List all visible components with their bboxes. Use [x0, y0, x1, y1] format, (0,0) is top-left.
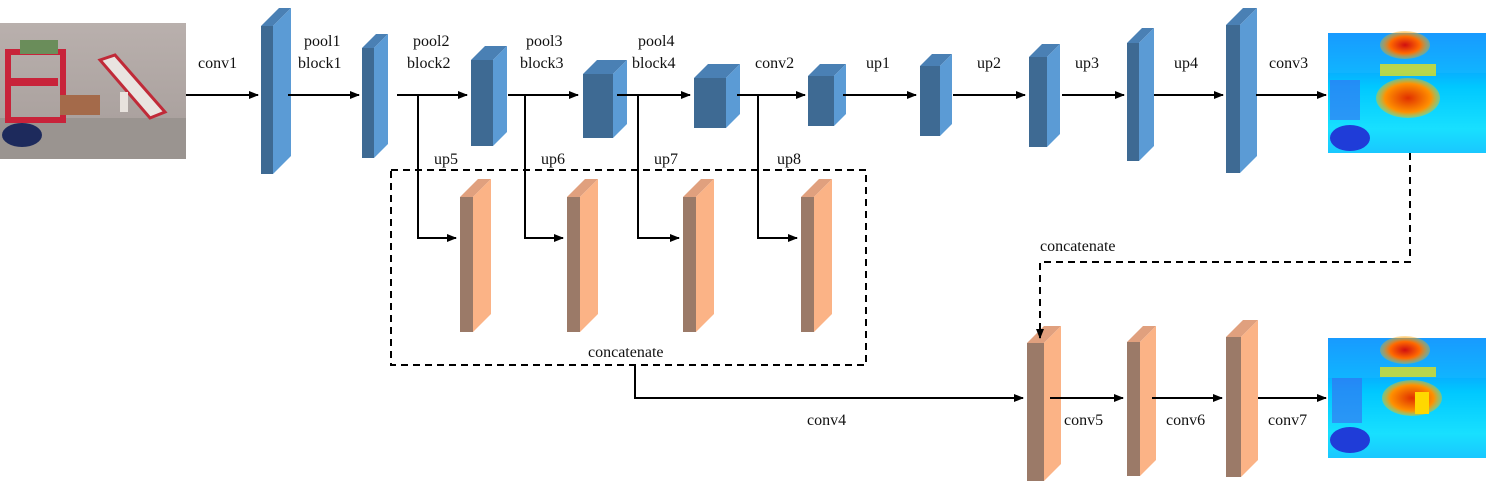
block-conv5 [1127, 326, 1156, 476]
arrow-concatenate-dashed [1036, 153, 1411, 339]
label-up6: up6 [541, 151, 565, 168]
labels: conv1 pool1 block1 pool2 block2 pool3 bl… [198, 33, 1308, 429]
block-block3 [583, 60, 627, 138]
label-conv4: conv4 [807, 412, 846, 429]
arrow-branch-up5 [417, 95, 457, 242]
output-depth-map-1 [1328, 31, 1486, 153]
label-up2: up2 [977, 55, 1001, 72]
block-up8 [801, 179, 832, 332]
label-conv6: conv6 [1166, 412, 1205, 429]
label-up1: up1 [866, 55, 890, 72]
refinement-blocks [460, 179, 1258, 481]
label-up8: up8 [777, 151, 801, 168]
block-conv2 [694, 64, 740, 128]
block-conv1 [261, 8, 291, 174]
block-up6 [567, 179, 598, 332]
arrow-branch-up6 [524, 95, 564, 242]
label-pool4: pool4 [638, 33, 674, 50]
arrow-conv4 [634, 365, 1024, 402]
block-conv4-target [1027, 326, 1061, 481]
label-up5: up5 [434, 151, 458, 168]
label-up7: up7 [654, 151, 678, 168]
encoder-decoder-blocks [261, 8, 1257, 174]
label-concatenate-inner: concatenate [588, 344, 664, 361]
label-conv7: conv7 [1268, 412, 1307, 429]
arrow-branch-up8 [757, 95, 798, 242]
block-up1 [808, 64, 846, 126]
label-pool2: pool2 [413, 33, 449, 50]
block-up2 [920, 54, 952, 136]
label-block4: block4 [632, 55, 676, 72]
arrow-branch-up7 [637, 95, 680, 242]
label-pool3: pool3 [526, 33, 562, 50]
input-image [0, 23, 186, 159]
label-block3: block3 [520, 55, 564, 72]
block-up4 [1127, 28, 1154, 161]
block-conv6 [1226, 320, 1258, 477]
output-depth-map-2 [1328, 336, 1486, 458]
label-up4: up4 [1174, 55, 1198, 72]
label-block2: block2 [407, 55, 451, 72]
label-pool1: pool1 [304, 33, 340, 50]
label-conv1: conv1 [198, 55, 237, 72]
block-block1 [362, 34, 388, 158]
block-up3 [1029, 44, 1060, 147]
block-up7 [683, 179, 714, 332]
branch-arrows [417, 95, 798, 242]
block-up5 [460, 179, 491, 332]
block-conv3 [1226, 8, 1257, 173]
label-conv3: conv3 [1269, 55, 1308, 72]
concatenate-box [390, 169, 867, 366]
label-concatenate-outer: concatenate [1040, 238, 1116, 255]
label-conv2: conv2 [755, 55, 794, 72]
label-conv5: conv5 [1064, 412, 1103, 429]
block-block2 [471, 46, 507, 146]
label-block1: block1 [298, 55, 342, 72]
label-up3: up3 [1075, 55, 1099, 72]
